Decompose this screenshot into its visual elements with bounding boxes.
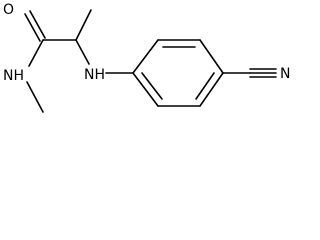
ring-bond-1 [132, 39, 159, 74]
ring-inner-double-2 [195, 72, 215, 100]
nitrile-n-label: N [280, 66, 290, 82]
ring-inner-double-3 [141, 72, 163, 100]
n-methyl-bond [26, 81, 44, 113]
amide-c-n-bond [28, 39, 44, 67]
amine-nh-label: NH [84, 67, 105, 83]
carbonyl-double-bond-b [29, 10, 46, 39]
alpha-amine-bond [75, 39, 90, 65]
carbonyl-double-bond-a [24, 13, 41, 42]
structural-formula: O NH NH N [3, 2, 290, 113]
alpha-methyl-bond [75, 9, 92, 41]
ring-bond-3 [199, 39, 224, 74]
ring-bond-4 [199, 72, 224, 107]
ring-bond-6 [132, 72, 159, 107]
oxygen-label: O [3, 2, 14, 18]
amide-nh-label: NH [3, 68, 24, 84]
